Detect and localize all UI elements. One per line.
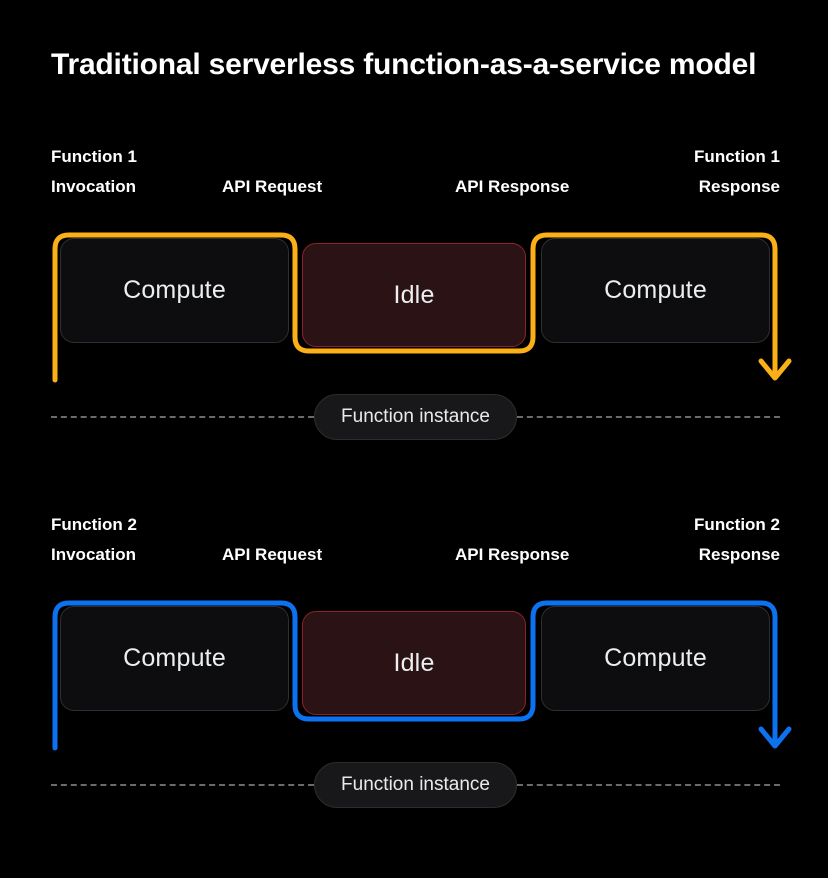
- label-function-1-api-response: API Response: [455, 177, 570, 196]
- label-function-1-response: Function 1 Response: [694, 147, 780, 196]
- dashed-line-left: [51, 416, 315, 418]
- box-label: Idle: [393, 648, 435, 677]
- box-compute: Compute: [60, 606, 289, 711]
- label-function-2-response: Function 2 Response: [694, 515, 780, 564]
- lane-1-boxes: Compute Idle Compute: [0, 230, 828, 390]
- box-compute: Compute: [60, 238, 289, 343]
- lane-1-labels: Function 1 Invocation API Request API Re…: [0, 130, 828, 200]
- box-idle: Idle: [302, 243, 526, 347]
- label-function-2-api-response: API Response: [455, 545, 570, 564]
- label-function-1-api-request: API Request: [222, 177, 323, 196]
- box-label: Idle: [393, 280, 435, 309]
- label-function-1-invocation: Function 1 Invocation: [51, 147, 137, 196]
- label-function-2-api-request: API Request: [222, 545, 323, 564]
- lane-1-instance-divider: Function instance: [0, 392, 828, 442]
- page-title: Traditional serverless function-as-a-ser…: [51, 48, 757, 81]
- lane-2-instance-divider: Function instance: [0, 760, 828, 810]
- box-label: Compute: [123, 644, 226, 672]
- box-idle: Idle: [302, 611, 526, 715]
- lane-2-boxes: Compute Idle Compute: [0, 598, 828, 758]
- function-instance-badge: Function instance: [314, 762, 517, 808]
- box-label: Compute: [604, 276, 707, 304]
- dashed-line-left: [51, 784, 315, 786]
- label-function-2-invocation: Function 2 Invocation: [51, 515, 137, 564]
- dashed-line-right: [516, 416, 781, 418]
- function-instance-badge: Function instance: [314, 394, 517, 440]
- box-compute: Compute: [541, 238, 770, 343]
- dashed-line-right: [516, 784, 781, 786]
- box-label: Compute: [123, 276, 226, 304]
- lane-2-labels: Function 2 Invocation API Request API Re…: [0, 498, 828, 568]
- box-label: Compute: [604, 644, 707, 672]
- box-compute: Compute: [541, 606, 770, 711]
